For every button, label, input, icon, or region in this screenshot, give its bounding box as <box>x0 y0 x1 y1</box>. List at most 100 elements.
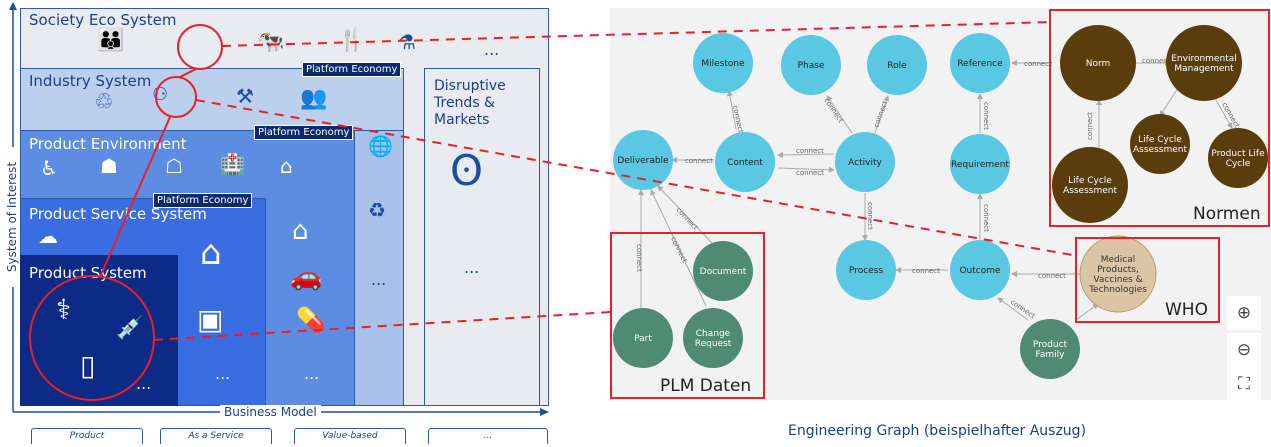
svg-text:Norm: Norm <box>1086 59 1111 69</box>
edge-label: connect <box>912 267 940 275</box>
node-deliverable[interactable]: Deliverable <box>613 130 673 190</box>
y-axis-arrow <box>9 2 17 10</box>
group-label-normen: Normen <box>1193 204 1261 224</box>
node-requirement[interactable]: Requirement <box>950 134 1010 194</box>
group-label-who: WHO <box>1165 300 1208 320</box>
node-milestone[interactable]: Milestone <box>693 33 753 93</box>
group-label-plm: PLM Daten <box>660 376 752 396</box>
dashed-links <box>153 21 1079 341</box>
iv-bag-icon: ▯ <box>80 349 96 382</box>
edge-label: connect <box>796 169 824 177</box>
x-axis-arrow <box>540 408 549 416</box>
node-content[interactable]: Content <box>715 132 775 192</box>
edge-label: connect <box>1038 272 1066 280</box>
svg-text:Document: Document <box>700 267 747 277</box>
service-ellipsis: ... <box>215 364 231 383</box>
svg-text:Reference: Reference <box>957 59 1003 69</box>
svg-text:Deliverable: Deliverable <box>617 156 669 166</box>
flask-icon: ⚗ <box>398 30 416 54</box>
who-box <box>1075 237 1220 323</box>
node-norm[interactable]: Norm <box>1060 25 1136 101</box>
people-group-icon: 👪 <box>97 28 125 53</box>
highlight-boxes <box>610 9 1270 399</box>
edge-label: connect <box>669 235 689 264</box>
edge-label: connect <box>822 97 844 125</box>
platform-economy-tag-environment: Platform Economy <box>153 193 253 208</box>
caregiver-icon: ☗ <box>100 154 118 178</box>
edge-label: connect <box>796 147 824 155</box>
callout-connectors <box>99 68 197 278</box>
node-outcome[interactable]: Outcome <box>950 240 1010 300</box>
zoom-in-icon[interactable]: ⊕ <box>1227 296 1261 330</box>
svg-text:Milestone: Milestone <box>701 59 745 69</box>
column-ellipsis: ... <box>371 270 387 289</box>
platform-economy-tag-industry: Platform Economy <box>254 125 354 140</box>
svg-text:Part: Part <box>634 334 652 344</box>
normen-box <box>1049 9 1270 227</box>
industry-system-label: Industry System <box>29 72 152 90</box>
disruptive-trends-box <box>424 68 540 406</box>
node-phase[interactable]: Phase <box>781 35 841 95</box>
callout-society <box>177 24 223 70</box>
business-model-value: Value-based <box>294 428 406 444</box>
graph-nodes: Milestone Phase Role Reference Deliverab… <box>613 25 1268 379</box>
car-icon: 🚗 <box>290 262 323 292</box>
plm-box <box>610 232 765 399</box>
svg-text:Outcome: Outcome <box>959 266 1001 276</box>
cloud-sync-icon: ☁ <box>38 224 58 248</box>
svg-text:Content: Content <box>727 158 763 168</box>
product-environment-label: Product Environment <box>29 135 187 153</box>
product-system-label: Product System <box>29 264 147 282</box>
edge-label: connect <box>1142 57 1170 65</box>
edge-label: connect <box>1086 112 1094 140</box>
edge-label: connect <box>675 206 700 232</box>
disruptive-ellipsis: ... <box>464 258 480 277</box>
callout-circles <box>29 24 223 401</box>
industry-column <box>354 130 404 406</box>
paint-tool-icon: ⚒ <box>236 84 254 108</box>
cow-icon: 🐄 <box>257 30 285 55</box>
svg-text:Phase: Phase <box>798 61 825 71</box>
node-reference[interactable]: Reference <box>950 33 1010 93</box>
business-model-product: Product <box>31 428 143 444</box>
syringe-icon: 💉 <box>116 316 144 341</box>
medical-device-icon: ⚕ <box>56 293 72 326</box>
node-role[interactable]: Role <box>867 35 927 95</box>
svg-text:Activity: Activity <box>848 158 882 168</box>
svg-text:Requirement: Requirement <box>951 160 1009 170</box>
node-document[interactable]: Document <box>693 241 753 301</box>
environment-ellipsis: ... <box>304 364 320 383</box>
edge-label: connect <box>635 244 643 272</box>
edge-label: connect <box>872 99 889 128</box>
doctor-screen-icon: ☖ <box>165 154 183 178</box>
patient-chair-icon: ♿ <box>40 156 58 180</box>
edge-label: connect <box>685 157 713 165</box>
node-part[interactable]: Part <box>613 308 673 368</box>
tablet-player-icon: ▣ <box>197 303 224 336</box>
graph-caption: Engineering Graph (beispielhafter Auszug… <box>788 423 1087 439</box>
edge-label: connect <box>731 105 745 134</box>
zoom-out-icon[interactable]: ⊖ <box>1227 333 1261 367</box>
brain-head-icon: ʘ <box>450 146 484 195</box>
node-activity[interactable]: Activity <box>835 132 895 192</box>
x-axis-label: Business Model <box>220 405 321 419</box>
refresh-globe-icon: ♻ <box>368 198 386 222</box>
pills-icon: 💊 <box>296 306 326 334</box>
fit-icon[interactable]: ⛶ <box>1227 367 1261 401</box>
node-process[interactable]: Process <box>836 240 896 300</box>
society-eco-system-label: Society Eco System <box>29 11 177 29</box>
